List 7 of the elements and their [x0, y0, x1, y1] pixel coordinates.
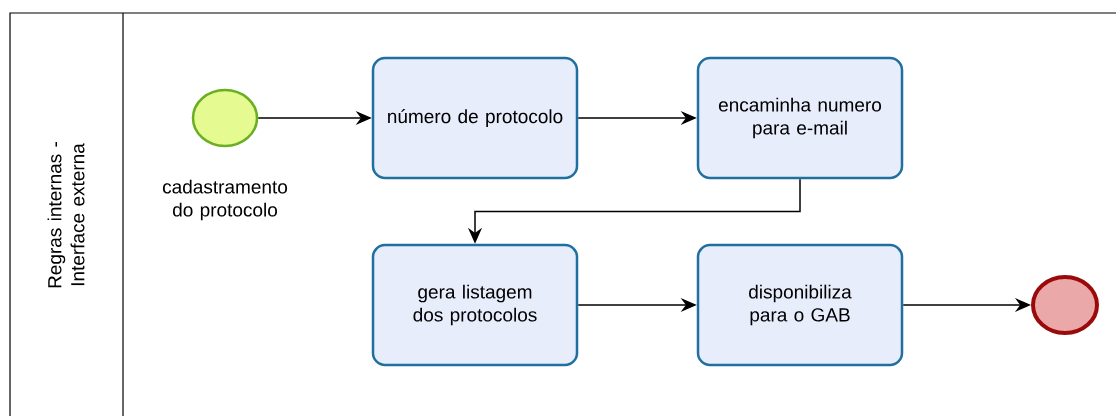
end-event-circle: [1031, 275, 1099, 335]
task-box: gera listagem dos protocolos: [371, 243, 579, 367]
task-box: encaminha numero para e-mail: [696, 56, 904, 180]
task-box: número de protocolo: [371, 56, 579, 180]
event-label: cadastramento do protocolo: [162, 179, 288, 221]
task-box: disponibiliza para o GAB: [696, 243, 904, 367]
start-event-circle: [191, 88, 259, 148]
